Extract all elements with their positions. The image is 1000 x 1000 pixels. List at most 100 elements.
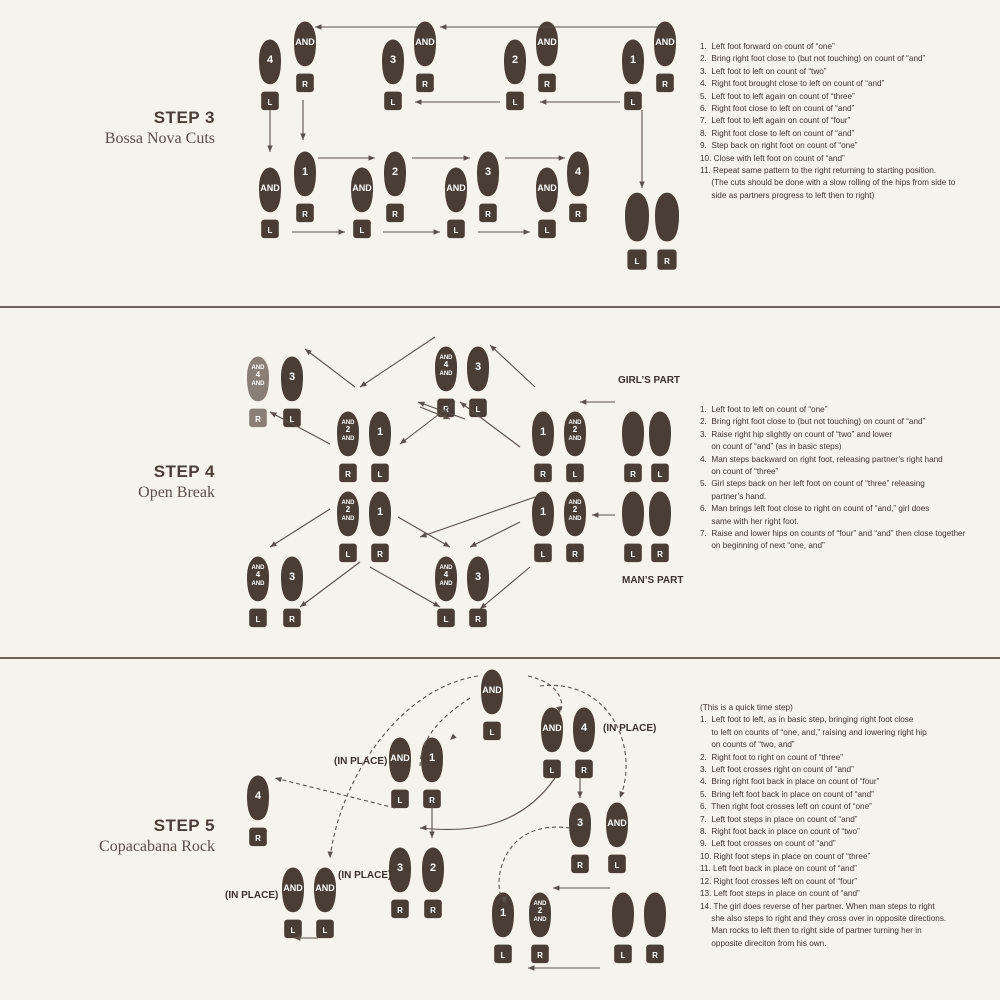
heel-shape xyxy=(249,827,267,847)
foot-label: L xyxy=(256,615,261,624)
arrow-head xyxy=(592,512,599,518)
heel-shape xyxy=(608,854,626,874)
heel-shape xyxy=(543,759,561,779)
heel-shape xyxy=(371,543,389,563)
heel-shape xyxy=(651,543,669,563)
arrow-head xyxy=(327,851,333,858)
instruction-line: 1. Left foot forward on count of “one” xyxy=(700,42,835,51)
arrow-line xyxy=(399,401,456,445)
sole-shape xyxy=(435,556,457,602)
foot-label: L xyxy=(378,470,383,479)
instruction-line: 9. Step back on right foot on count of “… xyxy=(700,141,858,151)
sole-shape xyxy=(655,192,679,242)
foot-label: R xyxy=(537,951,543,960)
foot-label: AND xyxy=(252,565,266,571)
foot-label: R xyxy=(345,470,351,479)
step3-name: Bossa Nova Cuts xyxy=(104,130,215,147)
foot-label: L xyxy=(513,98,518,107)
sole-shape xyxy=(414,21,436,67)
arrow-head xyxy=(540,99,547,105)
foot-label: 2 xyxy=(346,425,351,434)
instruction-line: 11. Repeat same pattern to the right ret… xyxy=(700,166,937,176)
foot-label: R xyxy=(544,80,550,89)
foot-label: 3 xyxy=(397,862,403,874)
arrow-head xyxy=(275,777,282,783)
foot-label: AND xyxy=(342,436,356,442)
foot-label: 4 xyxy=(267,54,274,66)
heel-shape xyxy=(469,608,487,628)
foot-label: L xyxy=(550,766,555,775)
step4-number: STEP 4 xyxy=(153,462,215,481)
foot-label: AND xyxy=(569,436,583,442)
heel-shape xyxy=(371,463,389,483)
instruction-line: 5. Girl steps back on her left foot on c… xyxy=(700,479,925,489)
foot-label: R xyxy=(630,470,636,479)
instruction-line: 1. Left foot to left on count of “one” xyxy=(700,405,828,414)
foot-label: AND xyxy=(260,183,280,193)
sole-shape xyxy=(247,556,269,602)
heel-shape xyxy=(624,463,642,483)
foot-label: AND xyxy=(252,381,266,387)
sole-shape xyxy=(445,167,467,213)
foot-label: 1 xyxy=(429,752,435,764)
foot-label: L xyxy=(545,226,550,235)
heel-shape xyxy=(494,944,512,964)
sole-shape xyxy=(625,192,649,242)
arrow-line xyxy=(369,566,441,608)
foot-label: R xyxy=(289,615,295,624)
sole-shape xyxy=(644,892,666,938)
heel-shape xyxy=(437,608,455,628)
step4-name: Open Break xyxy=(138,484,215,501)
foot-label: 4 xyxy=(255,790,262,802)
heel-shape xyxy=(614,944,632,964)
heel-shape xyxy=(531,944,549,964)
heel-shape xyxy=(296,73,314,93)
arrow-line xyxy=(397,516,451,548)
step4-instructions: 1. Left foot to left on count of “one”2.… xyxy=(700,404,995,553)
step5-diagram: LANDLANDR4LANDR1R4R3LANDR3R2LANDLANDL1RA… xyxy=(225,669,666,971)
foot-label: L xyxy=(346,550,351,559)
arrow-head xyxy=(433,229,440,235)
sole-shape xyxy=(481,669,503,715)
in-place-label-3: (IN PLACE) xyxy=(338,870,391,881)
step5-number: STEP 5 xyxy=(153,816,215,835)
sole-shape xyxy=(536,167,558,213)
in-place-label-1: (IN PLACE) xyxy=(334,756,387,767)
foot-label: 1 xyxy=(540,426,546,438)
step3-number: STEP 3 xyxy=(153,108,215,127)
heel-shape xyxy=(447,219,465,239)
heel-shape xyxy=(624,543,642,563)
foot-label: 4 xyxy=(256,570,261,579)
arrow-head xyxy=(429,831,435,838)
heel-shape xyxy=(479,203,497,223)
foot-label: AND xyxy=(415,37,435,47)
curve-line xyxy=(539,684,627,799)
heel-shape xyxy=(353,219,371,239)
foot-label: 3 xyxy=(475,361,481,373)
foot-label: L xyxy=(541,550,546,559)
foot-label: R xyxy=(540,470,546,479)
foot-label: 3 xyxy=(289,571,295,583)
arrow-head xyxy=(400,437,407,444)
arrow-line xyxy=(479,566,531,610)
step5-name: Copacabana Rock xyxy=(99,838,215,855)
instruction-line: opposite direciton from his own. xyxy=(700,938,827,948)
foot-label: R xyxy=(652,951,658,960)
sole-shape xyxy=(541,707,563,753)
mans-part-label: MAN’S PART xyxy=(622,575,683,586)
curve-line xyxy=(329,675,479,859)
arrow-head xyxy=(460,402,467,409)
arrow-head xyxy=(338,229,345,235)
heel-shape xyxy=(391,899,409,919)
foot-label: R xyxy=(255,415,261,424)
heel-shape xyxy=(534,463,552,483)
arrow-line xyxy=(417,401,466,420)
heel-shape xyxy=(534,543,552,563)
step5-instructions: (This is a quick time step)1. Left foot … xyxy=(700,702,995,950)
foot-label: 2 xyxy=(573,505,578,514)
arrow-line xyxy=(469,521,521,548)
foot-label: AND xyxy=(569,516,583,522)
arrow-head xyxy=(556,706,562,713)
foot-label: AND xyxy=(315,883,335,893)
sole-shape xyxy=(649,411,671,457)
